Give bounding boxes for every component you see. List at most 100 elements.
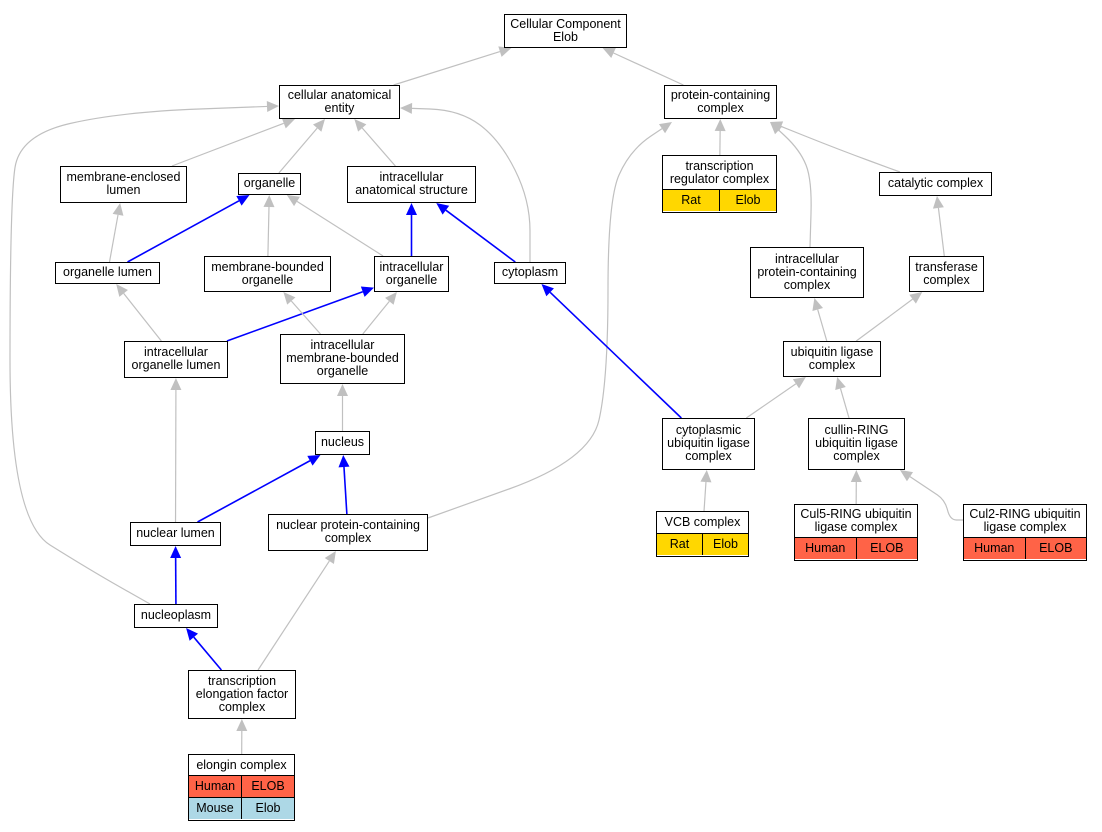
- edge-transcription-elongation-factor-complex-to-nucleoplasm-arrowhead: [186, 628, 199, 641]
- edge-organelle-to-cellular-anatomical-entity-arrowhead: [313, 119, 325, 132]
- edge-membrane-enclosed-lumen-to-cellular-anatomical-entity: [171, 122, 284, 167]
- edge-nucleus-to-intracellular-membrane-bounded-organelle-arrowhead: [337, 384, 348, 396]
- edge-transcription-elongation-factor-complex-to-nuclear-protein-containing-complex-arrowhead: [324, 551, 336, 565]
- node-cellular-component[interactable]: Cellular Component Elob: [504, 14, 627, 48]
- edge-organelle-lumen-to-organelle-arrowhead: [236, 195, 250, 206]
- node-label: nucleoplasm: [140, 608, 212, 622]
- node-organelle-lumen[interactable]: organelle lumen: [55, 262, 160, 284]
- node-membrane-bounded-organelle[interactable]: membrane-bounded organelle: [204, 256, 331, 292]
- edge-cullin-ring-ubiquitin-ligase-complex-to-ubiquitin-ligase-complex-arrowhead: [835, 377, 846, 391]
- node-label: organelle lumen: [63, 265, 152, 279]
- gene-cell: Elob: [702, 534, 748, 555]
- node-nuclear-protein-containing-complex[interactable]: nuclear protein-containing complex: [268, 514, 428, 551]
- edge-intracellular-organelle-lumen-to-organelle-lumen: [123, 293, 162, 342]
- node-label: membrane-bounded organelle: [211, 259, 324, 287]
- node-cytoplasm[interactable]: cytoplasm: [494, 262, 566, 284]
- node-label: intracellular membrane-bounded organelle: [286, 338, 399, 378]
- edge-transcription-regulator-complex-to-protein-containing-complex-arrowhead: [714, 119, 726, 132]
- edge-vcb-complex-to-cytoplasmic-ubiquitin-ligase-complex-arrowhead: [700, 470, 712, 483]
- node-label: cytoplasmic ubiquitin ligase complex: [667, 423, 750, 463]
- edge-ubiquitin-ligase-complex-to-intracellular-protein-containing-complex-arrowhead: [812, 298, 823, 312]
- annotation-row: Human ELOB: [795, 537, 917, 559]
- edge-vcb-complex-to-cytoplasmic-ubiquitin-ligase-complex: [703, 481, 707, 512]
- edge-cullin-ring-ubiquitin-ligase-complex-to-ubiquitin-ligase-complex: [839, 388, 850, 419]
- node-catalytic-complex[interactable]: catalytic complex: [879, 172, 992, 196]
- node-intracellular-anatomical-structure[interactable]: intracellular anatomical structure: [347, 166, 476, 203]
- node-nucleus[interactable]: nucleus: [315, 431, 370, 455]
- node-label: nucleus: [320, 435, 365, 449]
- edge-nuclear-lumen-to-nucleus-arrowhead: [307, 455, 321, 466]
- node-organelle[interactable]: organelle: [238, 173, 301, 195]
- species-cell: Human: [974, 541, 1015, 555]
- annotation-row: Human ELOB: [964, 537, 1086, 559]
- edge-cytoplasmic-ubiquitin-ligase-complex-to-cytoplasm-arrowhead: [541, 284, 554, 297]
- edge-intracellular-organelle-lumen-to-intracellular-organelle: [226, 290, 363, 342]
- species-cell: Rat: [681, 193, 701, 207]
- edge-intracellular-organelle-to-organelle: [296, 200, 384, 257]
- node-ubiquitin-ligase-complex[interactable]: ubiquitin ligase complex: [783, 341, 881, 377]
- edge-cul2-ring-ubiquitin-ligase-complex-to-cullin-ring-ubiquitin-ligase-complex-arrowhead: [900, 470, 914, 482]
- node-label: VCB complex: [664, 515, 741, 529]
- edge-intracellular-organelle-to-intracellular-anatomical-structure-arrowhead: [406, 203, 417, 215]
- node-cellular-anatomical-entity[interactable]: cellular anatomical entity: [279, 85, 400, 119]
- edge-organelle-lumen-to-organelle: [127, 200, 240, 263]
- node-label: cullin-RING ubiquitin ligase complex: [815, 423, 898, 463]
- edge-intracellular-organelle-to-organelle-arrowhead: [286, 195, 300, 207]
- species-cell: Rat: [669, 537, 690, 551]
- node-cytoplasmic-ubiquitin-ligase-complex[interactable]: cytoplasmic ubiquitin ligase complex: [662, 418, 755, 470]
- annotation-row: Rat Elob: [657, 533, 748, 555]
- node-label: transcription elongation factor complex: [195, 673, 289, 714]
- edge-elongin-complex-to-transcription-elongation-factor-complex-arrowhead: [236, 719, 248, 732]
- edge-ubiquitin-ligase-complex-to-transferase-complex: [855, 298, 913, 342]
- edge-nuclear-protein-containing-complex-to-protein-containing-complex-arrowhead: [658, 122, 672, 134]
- node-label: elongin complex: [196, 757, 287, 772]
- node-intracellular-organelle[interactable]: intracellular organelle: [374, 256, 449, 292]
- edge-nuclear-protein-containing-complex-to-protein-containing-complex: [427, 128, 663, 519]
- edge-nucleoplasm-to-nuclear-lumen-arrowhead: [170, 546, 182, 559]
- gene-cell: Elob: [241, 798, 294, 819]
- edge-organelle-to-cellular-anatomical-entity: [278, 127, 318, 174]
- edge-membrane-enclosed-lumen-to-cellular-anatomical-entity-arrowhead: [281, 118, 295, 129]
- edge-cytoplasmic-ubiquitin-ligase-complex-to-ubiquitin-ligase-complex-arrowhead: [792, 377, 806, 389]
- node-intracellular-protein-containing-complex[interactable]: intracellular protein-containing complex: [750, 247, 864, 298]
- species-cell: Human: [805, 541, 846, 555]
- gene-cell: ELOB: [1024, 538, 1087, 559]
- edge-transferase-complex-to-catalytic-complex: [937, 207, 945, 257]
- edge-organelle-lumen-to-membrane-enclosed-lumen: [108, 214, 119, 263]
- node-label: Cul5-RING ubiquitin ligase complex: [800, 507, 912, 534]
- edge-cytoplasm-to-intracellular-anatomical-structure-arrowhead: [436, 203, 450, 215]
- node-label: ubiquitin ligase complex: [790, 344, 874, 372]
- node-intracellular-membrane-bounded-organelle[interactable]: intracellular membrane-bounded organelle: [280, 334, 405, 384]
- node-intracellular-organelle-lumen[interactable]: intracellular organelle lumen: [124, 341, 228, 378]
- gene-cell: ELOB: [855, 538, 918, 559]
- node-transferase-complex[interactable]: transferase complex: [909, 256, 984, 292]
- node-label: protein-containing complex: [670, 87, 771, 115]
- edge-cul5-ring-ubiquitin-ligase-complex-to-cullin-ring-ubiquitin-ligase-complex-arrowhead: [850, 470, 862, 483]
- node-nuclear-lumen[interactable]: nuclear lumen: [130, 522, 221, 546]
- edge-intracellular-protein-containing-complex-to-protein-containing-complex-arrowhead: [770, 122, 783, 135]
- edge-transcription-elongation-factor-complex-to-nucleoplasm: [193, 636, 223, 671]
- node-label: intracellular anatomical structure: [355, 170, 468, 197]
- node-label: Cul2-RING ubiquitin ligase complex: [969, 507, 1081, 534]
- edge-intracellular-membrane-bounded-organelle-to-intracellular-organelle: [362, 300, 390, 335]
- edge-nuclear-lumen-to-nucleus: [197, 460, 311, 523]
- edge-intracellular-organelle-lumen-to-intracellular-organelle-arrowhead: [360, 286, 374, 297]
- node-protein-containing-complex[interactable]: protein-containing complex: [664, 85, 777, 119]
- edge-cytoplasmic-ubiquitin-ligase-complex-to-cytoplasm: [549, 291, 682, 419]
- node-label: membrane-enclosed lumen: [66, 170, 181, 197]
- node-label: intracellular organelle lumen: [131, 345, 221, 372]
- node-cullin-ring-ubiquitin-ligase-complex[interactable]: cullin-RING ubiquitin ligase complex: [808, 418, 905, 470]
- node-label: organelle: [243, 176, 296, 190]
- node-nucleoplasm[interactable]: nucleoplasm: [134, 604, 218, 628]
- node-transcription-elongation-factor-complex[interactable]: transcription elongation factor complex: [188, 670, 296, 719]
- node-membrane-enclosed-lumen[interactable]: membrane-enclosed lumen: [60, 166, 187, 203]
